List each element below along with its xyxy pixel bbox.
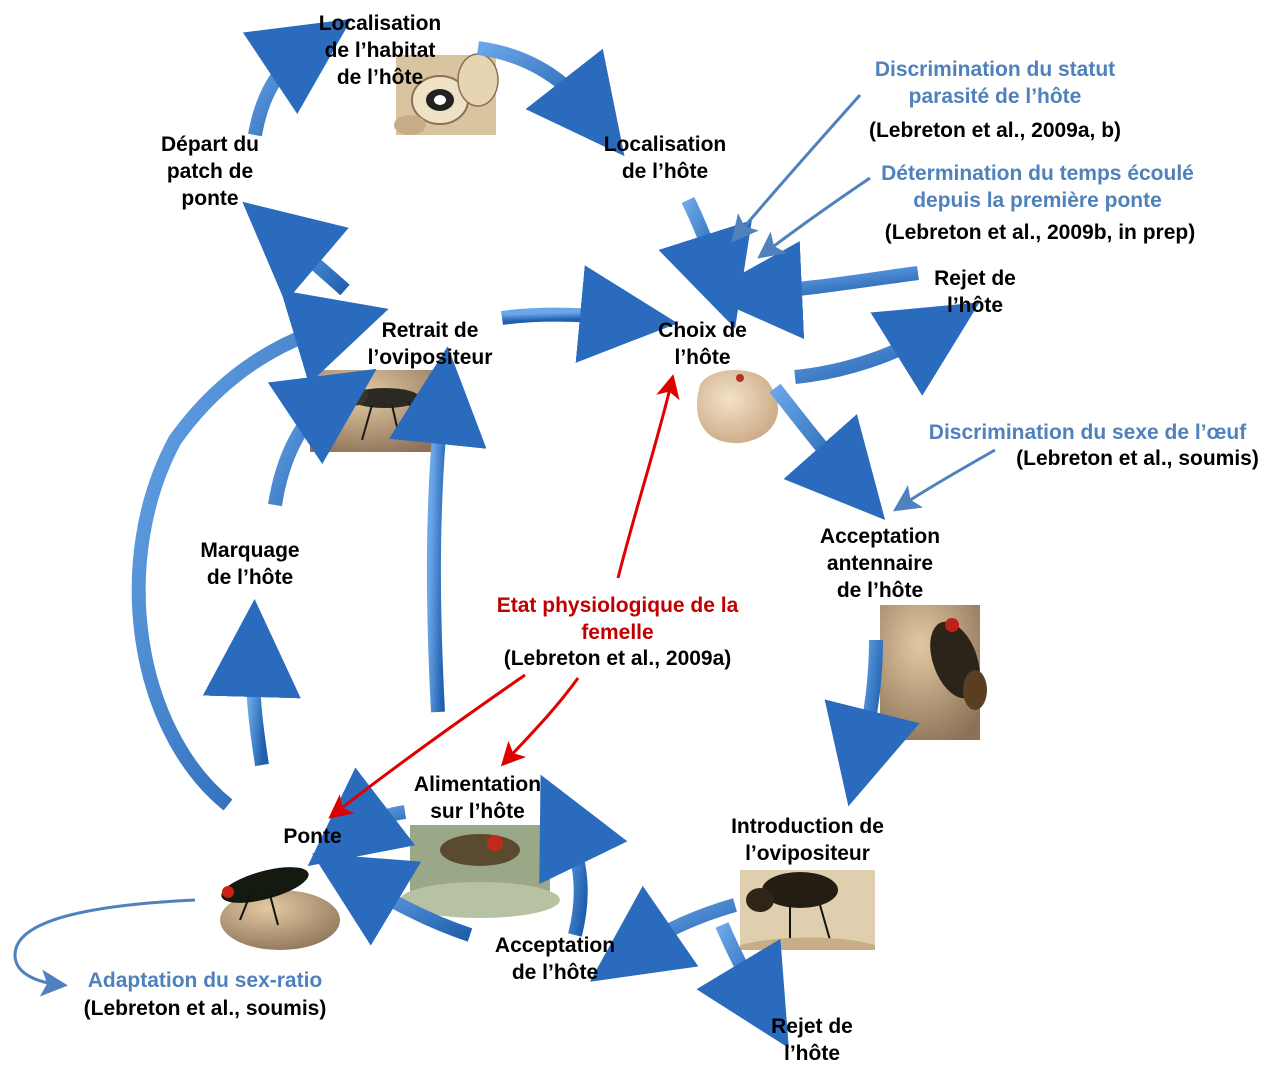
arrow-sexe-influence: [893, 448, 996, 512]
arrow-ponte-to-marquage: [202, 599, 301, 767]
wasp-feeding-photo: [400, 825, 560, 918]
node-ponte: Ponte: [283, 825, 342, 848]
arrow-choix-to-rejet: [794, 302, 980, 396]
node-acceptation-hote: Acceptation de l’hôte: [494, 934, 616, 984]
arrow-antennaire-to-introduction: [824, 639, 920, 807]
annotation-etat-physiologique-ref: (Lebreton et al., 2009a): [503, 647, 732, 670]
node-localisation-habitat: Localisation de l’habitat de l’hôte: [318, 12, 442, 89]
arrow-retrait-to-choix: [501, 265, 678, 363]
pupae-photo: [394, 53, 499, 135]
annotation-discrimination-statut: Discrimination du statut parasité de l’h…: [874, 58, 1116, 108]
arrow-temps-influence: [757, 176, 871, 259]
annotation-etat-physiologique: Etat physiologique de la femelle: [496, 594, 739, 644]
arrow-marquage-to-retrait: [267, 368, 377, 507]
arrow-physio-to-alimentation: [500, 677, 580, 767]
arrow-retrait-to-depart: [242, 201, 350, 303]
arrow-choix-to-acceptation-antennaire: [769, 383, 886, 520]
arrow-habitat-to-localisation: [476, 41, 625, 157]
node-introduction: Introduction de l’ovipositeur: [731, 815, 884, 865]
annotation-discrimination-sexe: Discrimination du sexe de l’œuf: [928, 421, 1247, 444]
arrow-localisation-to-choix: [658, 196, 752, 329]
arrow-rejet-to-choix: [704, 241, 919, 340]
arrow-physio-to-choix: [616, 374, 680, 579]
node-marquage: Marquage de l’hôte: [200, 539, 300, 589]
arrow-alimentation-to-ponte: [307, 767, 416, 867]
node-localisation-hote: Localisation de l’hôte: [603, 133, 727, 183]
node-retrait-ovipositeur: Retrait de l’ovipositeur: [367, 319, 493, 369]
annotation-discrimination-sexe-ref: (Lebreton et al., soumis): [1016, 447, 1259, 470]
arrow-sex-ratio-influence: [13, 898, 196, 997]
node-choix-hote: Choix de l’hôte: [658, 319, 747, 369]
node-acceptation-antennaire: Acceptation antennaire de l’hôte: [819, 525, 941, 602]
arrow-depart-to-habitat: [242, 18, 352, 137]
node-rejet-hote-top: Rejet de l’hôte: [934, 267, 1016, 317]
node-alimentation: Alimentation sur l’hôte: [413, 773, 542, 823]
wasp-introduction-photo: [740, 870, 875, 950]
arrow-ponte-to-retrait-inner: [388, 346, 487, 713]
wasp-antennal-photo: [880, 605, 987, 740]
arrow-introduction-to-rejet: [696, 922, 789, 1049]
wasp-retrait-photo: [310, 370, 445, 452]
arrow-physio-to-ponte: [328, 673, 526, 819]
node-rejet-hote-bottom: Rejet de l’hôte: [771, 1015, 853, 1065]
arrow-acceptation-to-alimentation: [539, 774, 628, 937]
arrow-statut-influence: [731, 94, 862, 243]
annotation-adaptation-sex-ratio: Adaptation du sex-ratio: [87, 969, 323, 992]
node-depart-patch: Départ du patch de ponte: [160, 133, 259, 210]
arrow-acceptation-to-ponte: [311, 853, 473, 946]
arrow-ponte-to-retrait-outer: [131, 290, 389, 811]
annotation-determination-temps: Détermination du temps écoulé depuis la …: [881, 162, 1194, 212]
arrow-introduction-to-acceptation: [589, 885, 737, 982]
host-egg-photo: [696, 370, 779, 444]
wasp-ponte-photo: [220, 867, 340, 950]
annotation-adaptation-sex-ratio-ref: (Lebreton et al., soumis): [83, 997, 327, 1020]
annotation-determination-temps-ref: (Lebreton et al., 2009b, in prep): [884, 221, 1196, 244]
annotation-discrimination-statut-ref: (Lebreton et al., 2009a, b): [868, 119, 1122, 142]
